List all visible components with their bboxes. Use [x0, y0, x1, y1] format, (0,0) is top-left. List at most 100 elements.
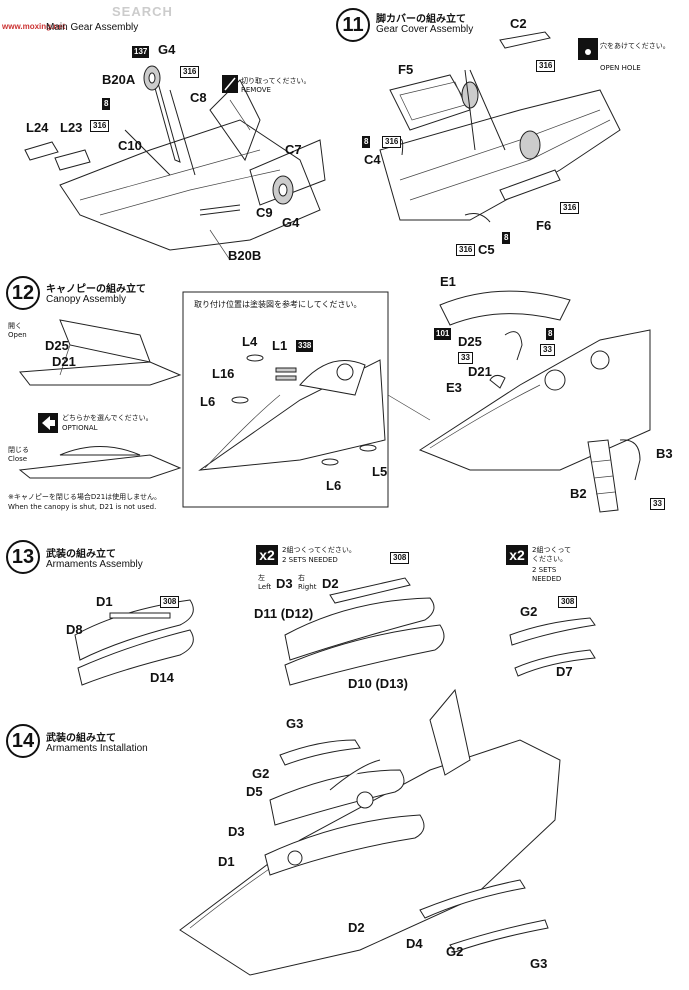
s12-label-d25-r: D25: [458, 334, 482, 349]
s12-paint-code-8: 8: [546, 328, 555, 340]
s14-label-d2: D2: [348, 920, 365, 935]
s13-label-d14: D14: [150, 670, 174, 685]
step-12-badge: 12: [6, 276, 40, 310]
s13-label-d3: D3: [276, 576, 293, 591]
s10-label-c7: C7: [285, 142, 302, 157]
s12-label-l16: L16: [212, 366, 235, 381]
s14-label-g3-bottom: G3: [530, 956, 548, 971]
s10-label-l24: L24: [26, 120, 49, 135]
watermark-logo: SEARCH www.moxing.net: [0, 0, 172, 32]
s13-label-d11: D11 (D12): [254, 606, 314, 621]
s14-label-g3-top: G3: [286, 716, 304, 731]
step-11-title-jp: 脚カバーの組み立て: [376, 14, 466, 25]
s13-label-d10: D10 (D13): [348, 676, 408, 691]
s13-sets-en-1: 2 SETS NEEDED: [282, 556, 338, 564]
step-13-title-en: Armaments Assembly: [46, 559, 143, 570]
step-12-aircraft-drawing: [418, 290, 651, 513]
step-13-badge: 13: [6, 540, 40, 574]
s11-label-c4: C4: [364, 152, 381, 167]
s14-label-d5: D5: [246, 784, 263, 799]
s12-label-e3: E3: [446, 380, 462, 395]
s10-label-b20b: B20B: [228, 248, 262, 263]
s14-label-d3: D3: [228, 824, 245, 839]
step-10-fuselage-drawing: [24, 65, 326, 261]
s11-label-f5: F5: [398, 62, 414, 77]
s12-note-jp: ※キャノピーを閉じる場合D21は使用しません。: [8, 493, 161, 501]
s13-right-en: Right: [298, 583, 317, 591]
s11-label-c5: C5: [478, 242, 495, 257]
s10-label-l23: L23: [60, 120, 83, 135]
s11-paint-code-316-b: 316: [382, 136, 402, 148]
s12-label-l4: L4: [242, 334, 258, 349]
s13-sets-jp-2: 2組つくって: [532, 546, 572, 554]
s11-openhole-jp: 穴をあけてください。: [600, 42, 670, 50]
s12-paint-code-33-c: 33: [650, 498, 665, 510]
s13-label-d2: D2: [322, 576, 339, 591]
s13-left-jp: 左: [258, 574, 265, 582]
s11-paint-code-316-a: 316: [536, 60, 556, 72]
s13-sets-badge-1: x2: [256, 545, 278, 565]
s12-paint-code-338: 338: [296, 340, 314, 352]
s10-label-c8: C8: [190, 90, 207, 105]
s12-paint-code-101: 101: [434, 328, 452, 340]
s10-paint-code-316-b: 316: [90, 120, 110, 132]
s13-sets-jp-1: 2組つくってください。: [282, 546, 356, 554]
s14-label-g2-top: G2: [252, 766, 270, 781]
s13-label-d1: D1: [96, 594, 113, 609]
step-12-decal-drawing: [198, 354, 386, 471]
step-12-canopy-drawing: [18, 319, 182, 479]
s13-label-g2: G2: [520, 604, 538, 619]
step-13-title-jp: 武装の組み立て: [46, 549, 116, 560]
s12-optional-en: OPTIONAL: [62, 424, 98, 432]
step-14-badge: 14: [6, 724, 40, 758]
s10-label-g4-top: G4: [158, 42, 176, 57]
s12-optional-jp: どちらかを選んでください。: [62, 414, 153, 422]
step-14-title-en: Armaments Installation: [46, 743, 148, 754]
s10-remove-jp: 切り取ってください。: [241, 77, 311, 85]
s11-label-c2: C2: [510, 16, 527, 31]
s11-paint-code-316-d: 316: [456, 244, 476, 256]
s13-sets-en-2: 2 SETS: [532, 566, 557, 574]
s12-paint-code-33-a: 33: [458, 352, 473, 364]
s12-box-note: 取り付け位置は塗装図を参考にしてください。: [194, 300, 362, 309]
s12-open-en: Open: [8, 331, 27, 339]
s10-paint-code-316-a: 316: [180, 66, 200, 78]
s11-paint-code-8-a: 8: [362, 136, 371, 148]
s13-label-d7: D7: [556, 664, 573, 679]
s12-label-l5: L5: [372, 464, 388, 479]
s13-paint-code-308-b: 308: [390, 552, 410, 564]
s12-paint-code-33-b: 33: [540, 344, 555, 356]
s10-paint-code-137: 137: [132, 46, 150, 58]
step-14-title-jp: 武装の組み立て: [46, 733, 116, 744]
s10-label-c9: C9: [256, 205, 273, 220]
s10-paint-code-8: 8: [102, 98, 111, 110]
step-10-title-en: Main Gear Assembly: [46, 22, 139, 33]
step-12-title-jp: キャノピーの組み立て: [46, 284, 146, 295]
s13-left-en: Left: [258, 583, 272, 591]
s12-open-jp: 開く: [8, 322, 22, 330]
s11-paint-code-8-b: 8: [502, 232, 511, 244]
s10-label-c10: C10: [118, 138, 142, 153]
s12-label-l6-bottom: L6: [326, 478, 342, 493]
s12-label-b3: B3: [656, 446, 673, 461]
s12-label-b2: B2: [570, 486, 587, 501]
step-14-aircraft-drawing: [179, 688, 561, 976]
s10-remove-en: REMOVE: [241, 86, 271, 94]
s12-label-d21: D21: [52, 354, 76, 369]
s12-label-l6-top: L6: [200, 394, 216, 409]
s13-sets-en2-2: NEEDED: [532, 575, 562, 583]
s13-sets-jp2-2: ください。: [532, 555, 567, 563]
step-11-badge: 11: [336, 8, 370, 42]
step-10-section: Main Gear Assembly: [0, 0, 340, 270]
s10-label-b20a: B20A: [102, 72, 136, 87]
s14-label-d4: D4: [406, 936, 423, 951]
step-13-tanks-drawing: [74, 577, 596, 686]
step-11-gear-cover-drawing: [379, 31, 621, 223]
s12-label-l1: L1: [272, 338, 288, 353]
s13-right-jp: 右: [298, 574, 305, 582]
s11-paint-code-316-c: 316: [560, 202, 580, 214]
s13-paint-code-308-c: 308: [558, 596, 578, 608]
s13-paint-code-308-a: 308: [160, 596, 180, 608]
s12-label-d25: D25: [45, 338, 69, 353]
s11-label-f6: F6: [536, 218, 552, 233]
